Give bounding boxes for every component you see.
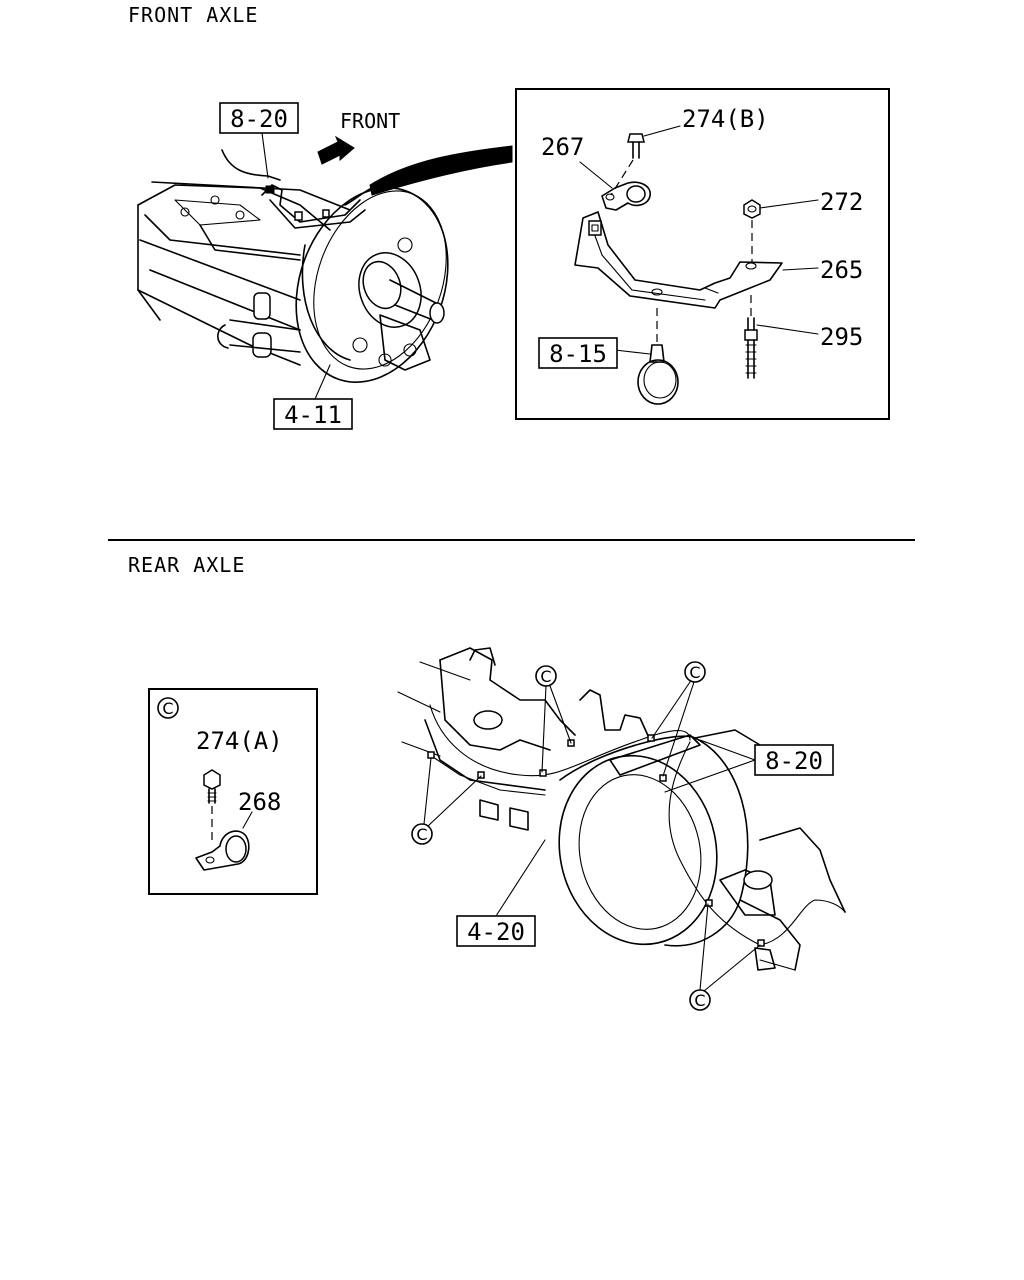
front-axle-title: FRONT AXLE [128,3,258,27]
rear-callout-c-top-left: C [535,665,572,773]
rear-axle-illustration [397,647,846,971]
rear-callout-c-1: C [540,667,551,686]
rear-ref-4-20: 4-20 [456,839,546,947]
front-axle-illustration [137,145,513,383]
front-part-295-label: 295 [820,323,863,351]
front-ref-8-20: 8-20 [219,102,299,179]
rear-part-268-label: 268 [238,788,281,816]
front-direction-label: FRONT [340,109,400,133]
front-part-267-label: 267 [541,133,584,161]
front-direction-indicator: FRONT [317,109,400,165]
rear-callout-c-3: C [416,825,427,844]
front-part-272-label: 272 [820,188,863,216]
front-axle-section: FRONT AXLE [128,3,890,430]
front-ref-8-15: 8-15 [538,337,618,369]
rear-detail-symbol: C [162,699,173,718]
rear-ref-8-20: 8-20 [664,739,834,793]
rear-axle-title: REAR AXLE [128,553,245,577]
front-ref-8-20-label: 8-20 [230,105,288,133]
rear-ref-4-20-label: 4-20 [467,918,525,946]
rear-callout-c-4: C [694,991,705,1010]
rear-callout-c-2: C [689,663,700,682]
rear-detail-box: C [148,688,318,895]
rear-callout-c-top-right: C [651,661,706,777]
front-ref-8-15-label: 8-15 [549,340,607,368]
rear-callout-c-left: C [411,757,482,845]
front-ref-4-11-label: 4-11 [284,401,342,429]
front-detail-box [515,88,890,420]
front-part-265-label: 265 [820,256,863,284]
rear-ref-8-20-label: 8-20 [765,747,823,775]
rear-axle-section: REAR AXLE C 274(A) 268 [128,553,846,1011]
front-ref-4-11: 4-11 [273,364,353,430]
rear-callout-c-bottom: C [689,903,761,1011]
rear-part-274a-label: 274(A) [196,727,283,755]
front-part-274b-label: 274(B) [682,105,769,133]
